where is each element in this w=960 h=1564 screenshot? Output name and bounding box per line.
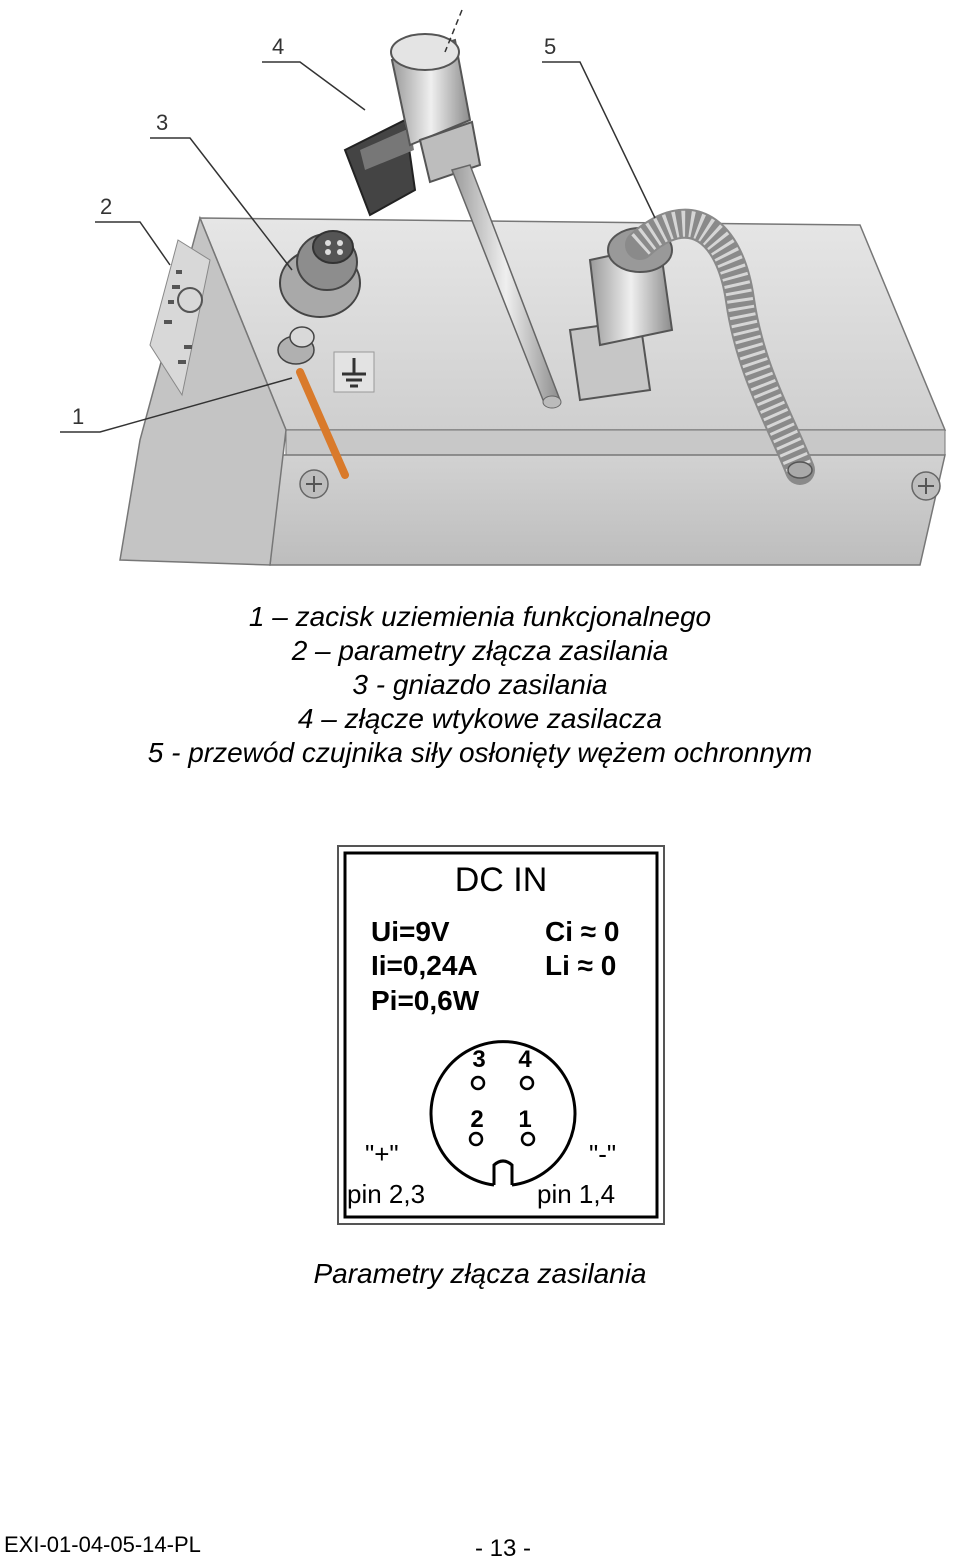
plate-li: Li ≈ 0 xyxy=(545,950,616,981)
power-socket xyxy=(279,230,361,318)
housing xyxy=(119,215,947,566)
legend-item: 1 – zacisk uziemienia funkcjonalnego xyxy=(248,601,712,632)
legend-item: 2 – parametry złącza zasilania xyxy=(291,635,669,666)
figure-legend: 1 – zacisk uziemienia funkcjonalnego 2 –… xyxy=(0,600,960,770)
page-number: - 13 - xyxy=(475,1535,532,1562)
legend-item: 5 - przewód czujnika siły osłonięty węże… xyxy=(147,737,813,768)
screw-left xyxy=(299,469,329,499)
pin-1-label: 1 xyxy=(518,1106,531,1133)
power-connector-rating-plate: DC IN Ui=9V Ii=0,24A Pi=0,6W Ci ≈ 0 Li ≈… xyxy=(337,845,665,1225)
minus-label: "-" xyxy=(589,1139,616,1169)
ground-symbol xyxy=(333,351,375,393)
plate-ci: Ci ≈ 0 xyxy=(545,916,620,947)
callout-4: 4 xyxy=(272,34,284,59)
callout-1: 1 xyxy=(72,404,84,429)
pin-3 xyxy=(470,1075,486,1091)
plus-label: "+" xyxy=(365,1139,399,1169)
document-id: EXI-01-04-05-14-PL xyxy=(4,1532,201,1557)
side-label-marks xyxy=(164,270,203,364)
minus-pins: pin 1,4 xyxy=(537,1179,615,1209)
sensor-cable-gland xyxy=(568,208,815,485)
callout-3: 3 xyxy=(156,110,168,135)
plate-pi: Pi=0,6W xyxy=(371,985,480,1016)
plus-pins: pin 2,3 xyxy=(347,1179,425,1209)
plate-ii: Ii=0,24A xyxy=(371,950,478,981)
pin-3-label: 3 xyxy=(472,1046,485,1073)
pin-4 xyxy=(519,1075,535,1091)
leader-lines xyxy=(60,9,656,433)
plate-ui: Ui=9V xyxy=(371,916,450,947)
callout-2: 2 xyxy=(100,194,112,219)
ground-terminal xyxy=(277,326,349,479)
legend-item: 4 – złącze wtykowe zasilacza xyxy=(297,703,663,734)
legend-item: 3 - gniazdo zasilania xyxy=(352,669,608,700)
plate-title: DC IN xyxy=(455,861,548,899)
device-illustration: 1 2 3 4 5 xyxy=(60,9,947,566)
pinout-diagram: 3 4 2 1 xyxy=(429,1040,577,1187)
pin-1 xyxy=(520,1131,536,1147)
pin-2-label: 2 xyxy=(470,1106,483,1133)
screw-right xyxy=(911,471,941,501)
plate-caption: Parametry złącza zasilania xyxy=(313,1258,647,1289)
pin-4-label: 4 xyxy=(518,1046,532,1073)
power-plug xyxy=(343,33,562,409)
pin-2 xyxy=(468,1131,484,1147)
callout-5: 5 xyxy=(544,34,556,59)
